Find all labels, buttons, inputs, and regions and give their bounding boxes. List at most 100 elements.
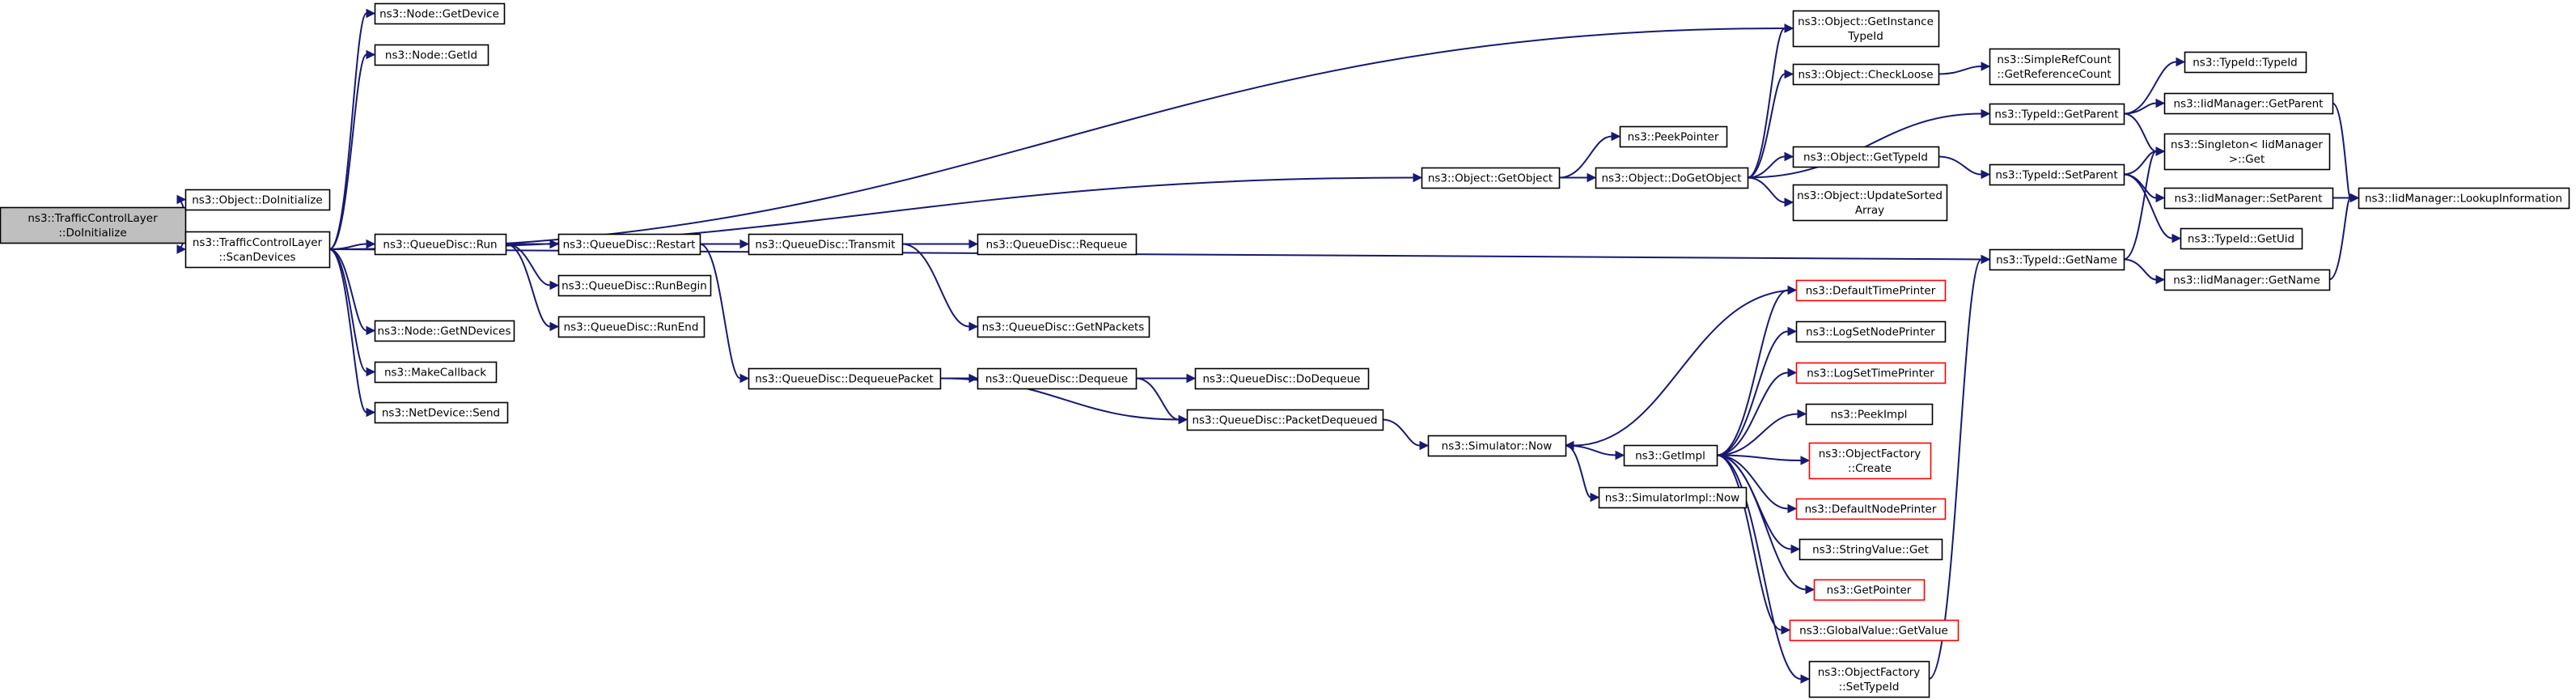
node-box xyxy=(1989,163,2125,186)
node-label: ns3::Object::UpdateSorted xyxy=(1797,189,1943,202)
edge-arrowhead xyxy=(1800,674,1811,684)
node-tid-getname[interactable]: ns3::TypeId::GetName xyxy=(1989,248,2125,271)
node-makecb[interactable]: ns3::MakeCallback xyxy=(374,361,498,384)
edge-tid-getparent-to-iid-getparent xyxy=(2123,102,2157,115)
node-logsettime[interactable]: ns3::LogSetTimePrinter xyxy=(1795,362,1947,384)
node-simimpl-now[interactable]: ns3::SimulatorImpl::Now xyxy=(1598,486,1748,509)
node-obj-doinit[interactable]: ns3::Object::DoInitialize xyxy=(184,189,331,211)
node-getobject[interactable]: ns3::Object::GetObject xyxy=(1421,167,1561,189)
node-label: ns3::Object::DoGetObject xyxy=(1601,172,1741,185)
edge-transmit-to-getnpk xyxy=(901,243,970,328)
node-runbegin[interactable]: ns3::QueueDisc::RunBegin xyxy=(557,274,712,297)
edge-pktdeq-to-sim-now xyxy=(1382,418,1421,447)
node-box xyxy=(557,274,712,297)
edge-arrowhead xyxy=(1784,197,1794,207)
edge-dequeue-to-pktdeq xyxy=(1135,377,1180,421)
node-label: ns3::QueueDisc::Requeue xyxy=(986,239,1128,252)
node-simplerefc[interactable]: ns3::SimpleRefCount::GetReferenceCount xyxy=(1989,48,2121,86)
node-label: ns3::Node::GetId xyxy=(385,49,477,62)
node-label: ns3::IidManager::GetName xyxy=(2173,274,2320,287)
node-restart[interactable]: ns3::QueueDisc::Restart xyxy=(557,233,701,256)
node-label: ns3::TypeId::GetParent xyxy=(1994,108,2118,121)
node-iid-getname[interactable]: ns3::IidManager::GetName xyxy=(2163,269,2331,291)
node-label: ns3::GetImpl xyxy=(1635,450,1705,463)
node-getnpk[interactable]: ns3::QueueDisc::GetNPackets xyxy=(977,316,1150,338)
edge-arrowhead xyxy=(1564,440,1574,451)
node-getpointer[interactable]: ns3::GetPointer xyxy=(1813,579,1926,601)
edge-arrowhead xyxy=(366,407,376,418)
node-requeue[interactable]: ns3::QueueDisc::Requeue xyxy=(977,233,1138,256)
edge-tid-getname-to-iid-getname xyxy=(2123,258,2157,281)
node-deftimeprinter[interactable]: ns3::DefaultTimePrinter xyxy=(1795,279,1947,302)
edge-arrowhead xyxy=(2155,274,2166,285)
edge-checkloose-to-simplerefc xyxy=(1938,66,1982,75)
node-box xyxy=(1808,660,1930,698)
edge-arrowhead xyxy=(968,239,979,249)
edge-arrowhead xyxy=(968,321,979,332)
node-defnodeprinter[interactable]: ns3::DefaultNodePrinter xyxy=(1795,498,1947,520)
node-iid-getparent[interactable]: ns3::IidManager::GetParent xyxy=(2163,92,2334,115)
node-label: ::ScanDevices xyxy=(218,251,295,264)
node-dogetobj[interactable]: ns3::Object::DoGetObject xyxy=(1595,167,1749,189)
node-box xyxy=(557,233,701,256)
node-checkloose[interactable]: ns3::Object::CheckLoose xyxy=(1792,63,1940,86)
node-getid[interactable]: ns3::Node::GetId xyxy=(374,44,489,66)
node-label: ::SetTypeId xyxy=(1839,681,1900,694)
edge-getimpl-to-defnodeprinter xyxy=(1716,454,1789,510)
node-peekimpl[interactable]: ns3::PeekImpl xyxy=(1805,403,1934,426)
edge-scan-to-getinst xyxy=(328,28,1786,250)
edge-getimpl-to-globalval xyxy=(1716,454,1782,631)
node-globalval[interactable]: ns3::GlobalValue::GetValue xyxy=(1789,619,1960,642)
edge-arrowhead xyxy=(2176,57,2186,67)
node-iid-setparent[interactable]: ns3::IidManager::SetParent xyxy=(2163,187,2334,210)
node-objgettid[interactable]: ns3::Object::GetTypeId xyxy=(1792,146,1940,168)
node-label: ns3::Object::CheckLoose xyxy=(1798,69,1933,82)
edge-getimpl-to-peekimpl xyxy=(1716,413,1799,456)
edge-dogetobj-to-checkloose xyxy=(1747,73,1786,179)
node-label: ::DoInitialize xyxy=(58,227,126,240)
node-getndev[interactable]: ns3::Node::GetNDevices xyxy=(374,320,515,342)
node-peekptr[interactable]: ns3::PeekPointer xyxy=(1619,125,1728,148)
node-iid-lookup[interactable]: ns3::IidManager::LookupInformation xyxy=(2358,187,2570,210)
node-label: ns3::DefaultTimePrinter xyxy=(1806,285,1936,298)
node-tid-setparent[interactable]: ns3::TypeId::SetParent xyxy=(1989,163,2125,186)
node-qd-run[interactable]: ns3::QueueDisc::Run xyxy=(374,233,507,256)
node-objfactset[interactable]: ns3::ObjectFactory::SetTypeId xyxy=(1808,660,1930,698)
edge-arrowhead xyxy=(366,239,376,249)
node-box xyxy=(1789,619,1960,642)
node-box xyxy=(1805,403,1934,426)
node-logsetnode[interactable]: ns3::LogSetNodePrinter xyxy=(1795,320,1947,343)
node-pktdeq[interactable]: ns3::QueueDisc::PacketDequeued xyxy=(1186,409,1384,431)
node-tid-typeid[interactable]: ns3::TypeId::TypeId xyxy=(2184,51,2307,74)
edge-arrowhead xyxy=(1419,440,1430,451)
node-tid-getuid[interactable]: ns3::TypeId::GetUid xyxy=(2180,227,2303,250)
node-getdevice[interactable]: ns3::Node::GetDevice xyxy=(374,2,506,25)
node-singleton[interactable]: ns3::Singleton< IidManager>::Get xyxy=(2163,133,2331,171)
edge-dogetobj-to-tid-getparent xyxy=(1747,112,1982,179)
node-getimpl[interactable]: ns3::GetImpl xyxy=(1623,444,1718,467)
node-box xyxy=(1808,442,1932,480)
edge-objfactset-to-tid-getname xyxy=(1928,258,1982,680)
node-dodequeue[interactable]: ns3::QueueDisc::DoDequeue xyxy=(1194,367,1370,390)
node-label: >::Get xyxy=(2229,153,2265,166)
node-scan[interactable]: ns3::TrafficControlLayer::ScanDevices xyxy=(184,231,331,269)
node-strvalget[interactable]: ns3::StringValue::Get xyxy=(1799,538,1943,561)
edge-arrowhead xyxy=(176,194,187,205)
node-runend[interactable]: ns3::QueueDisc::RunEnd xyxy=(557,316,705,338)
node-send[interactable]: ns3::NetDevice::Send xyxy=(374,401,509,424)
node-sim-now[interactable]: ns3::Simulator::Now xyxy=(1427,435,1567,457)
node-box xyxy=(1813,579,1926,601)
node-box xyxy=(1427,435,1567,457)
edge-arrowhead xyxy=(739,373,750,384)
node-dequeue[interactable]: ns3::QueueDisc::Dequeue xyxy=(977,367,1138,390)
node-transmit[interactable]: ns3::QueueDisc::Transmit xyxy=(748,233,904,256)
node-box xyxy=(1792,184,1948,222)
node-deqpkt[interactable]: ns3::QueueDisc::DequeuePacket xyxy=(748,367,942,390)
node-label: ns3::SimulatorImpl::Now xyxy=(1605,492,1739,505)
node-label: ns3::ObjectFactory xyxy=(1818,666,1921,679)
node-tid-getparent[interactable]: ns3::TypeId::GetParent xyxy=(1989,103,2125,125)
node-objfactcreate[interactable]: ns3::ObjectFactory::Create xyxy=(1808,442,1932,480)
node-box xyxy=(0,206,187,244)
